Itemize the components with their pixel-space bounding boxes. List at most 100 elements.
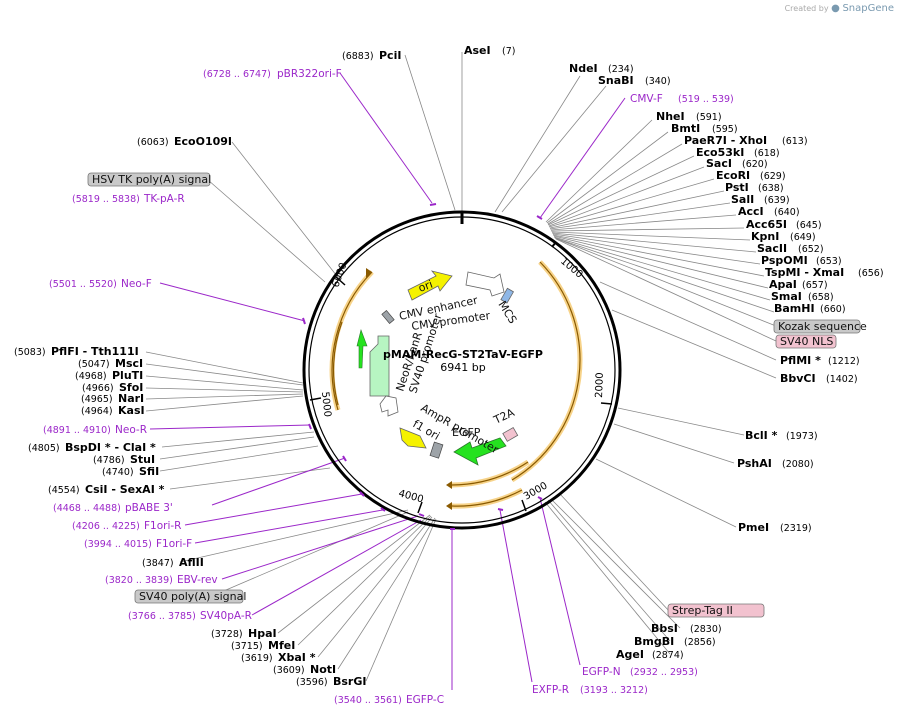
tick-4000: 4000: [397, 488, 424, 505]
enzyme-position: (653): [816, 256, 842, 267]
enzyme-name: PshAI: [737, 457, 772, 470]
enzyme-position: (5047): [78, 359, 110, 370]
sv40-polya-box: [134, 589, 244, 604]
primer-range: (5819 .. 5838): [72, 194, 140, 205]
enzyme-name: MscI: [115, 357, 143, 370]
enzyme-position: (656): [858, 268, 884, 279]
enzyme-position: (4964): [81, 406, 113, 417]
enzyme-name: PspOMI: [761, 254, 808, 267]
enzyme-position: (652): [798, 244, 824, 255]
enzyme-position: (620): [742, 159, 768, 170]
inner-features: [356, 270, 519, 466]
enzyme-position: (4740): [102, 467, 134, 478]
enzyme-name: BbsI: [651, 622, 678, 635]
enzyme-position: (6883): [342, 51, 374, 62]
enzyme-position: (3847): [142, 558, 174, 569]
primer-leader-lines: [149, 72, 626, 690]
enzyme-name: Acc65I: [746, 218, 787, 231]
ori-gray-box: [381, 309, 395, 325]
primer-name: EXFP-R: [532, 684, 569, 696]
primer-range: (6728 .. 6747): [203, 69, 271, 80]
enzyme-position: (640): [774, 207, 800, 218]
enzyme-position: (595): [712, 124, 738, 135]
enzyme-name: PflMI *: [780, 354, 821, 367]
mcs-label: MCS: [495, 299, 519, 326]
primer-name: F1ori-R: [144, 520, 181, 532]
enzyme-name: SfiI: [139, 465, 159, 478]
plasmid-backbone: [302, 210, 622, 530]
enzyme-name: KpnI: [751, 230, 779, 243]
primer-range: (4206 .. 4225): [72, 521, 140, 532]
primer-name: pBR322ori-F: [277, 68, 342, 80]
enzyme-position: (649): [790, 232, 816, 243]
enzyme-position: (4965): [81, 394, 113, 405]
tick-3000: 3000: [522, 480, 550, 502]
enzyme-position: (645): [796, 220, 822, 231]
enzyme-name: BmtI: [671, 122, 700, 135]
enzyme-name: NdeI: [569, 62, 598, 75]
enzyme-position: (4786): [93, 455, 125, 466]
enzyme-position: (4966): [82, 383, 114, 394]
enzyme-name: PaeR7I - XhoI: [684, 134, 767, 147]
primer-range: (4468 .. 4488): [53, 503, 121, 514]
enzyme-name: PluTI: [112, 369, 143, 382]
enzyme-name: SacI: [706, 157, 732, 170]
enzyme-position: (4554): [48, 485, 80, 496]
primer-name: SV40pA-R: [200, 610, 252, 622]
enzyme-position: (660): [820, 304, 846, 315]
enzyme-name: BspDI * - ClaI *: [65, 441, 156, 454]
neo-small-arrow: [356, 328, 368, 369]
primer-range: (5501 .. 5520): [49, 279, 117, 290]
orf-st2tav-arc: [451, 487, 524, 509]
enzyme-position: (6063): [137, 137, 169, 148]
enzyme-name: SfoI: [119, 381, 143, 394]
orf-recg-arc: [510, 260, 583, 483]
enzyme-position: (618): [754, 148, 780, 159]
enzyme-position: (3728): [211, 629, 243, 640]
t2a-box: [502, 426, 519, 442]
enzyme-name: SmaI: [771, 290, 802, 303]
enzyme-name: Eco53kI: [696, 146, 744, 159]
primer-range: (3994 .. 4015): [84, 539, 152, 550]
enzyme-name: MfeI: [268, 639, 295, 652]
tick-2000: 2000: [594, 372, 606, 398]
enzyme-name: HpaI: [248, 627, 277, 640]
leader-lines: [145, 52, 777, 682]
primer-range: (4891 .. 4910): [43, 425, 111, 436]
plasmid-name: pMAM-RecG-ST2TaV-EGFP: [383, 348, 543, 361]
plasmid-size: 6941 bp: [440, 361, 485, 374]
orf-amp-arc: [332, 321, 343, 406]
enzyme-name: PmeI: [738, 521, 769, 534]
enzyme-name: PflFI - Tth111I: [51, 345, 139, 358]
primer-name: TK-pA-R: [143, 193, 185, 205]
hsv-tk-box: [87, 172, 211, 187]
enzyme-name: BsrGI: [333, 675, 366, 688]
primer-markers: [302, 203, 543, 530]
primer-name: pBABE 3': [125, 502, 173, 514]
enzyme-position: (629): [760, 171, 786, 182]
enzyme-name: AgeI: [616, 648, 644, 661]
enzyme-position: (658): [808, 292, 834, 303]
primer-range: (3540 .. 3561): [334, 695, 402, 706]
primer-range: (519 .. 539): [678, 94, 734, 105]
enzyme-position: (613): [782, 136, 808, 147]
mcs-box: [500, 287, 515, 304]
ori-label: ori: [417, 278, 435, 295]
enzyme-name: CsiI - SexAI *: [85, 483, 165, 496]
enzyme-name: PstI: [725, 181, 749, 194]
tick-5000: 5000: [319, 391, 333, 417]
primer-name: EGFP-N: [582, 666, 621, 678]
enzyme-name: SnaBI: [598, 74, 634, 87]
sv40-arrow: [379, 395, 399, 417]
enzyme-name: BclI *: [745, 429, 778, 442]
ampr-arrow: [399, 427, 427, 449]
enzyme-name: AseI: [464, 44, 491, 57]
enzyme-name: BmgBI: [634, 635, 674, 648]
enzyme-position: (2830): [690, 624, 722, 635]
enzyme-name: NheI: [656, 110, 685, 123]
neo-arrow: [369, 335, 390, 397]
primer-name: EGFP-C: [406, 694, 444, 706]
enzyme-position: (3609): [273, 665, 305, 676]
enzyme-position: (1973): [786, 431, 818, 442]
sv40-nls-label: SV40 NLS: [780, 335, 833, 348]
